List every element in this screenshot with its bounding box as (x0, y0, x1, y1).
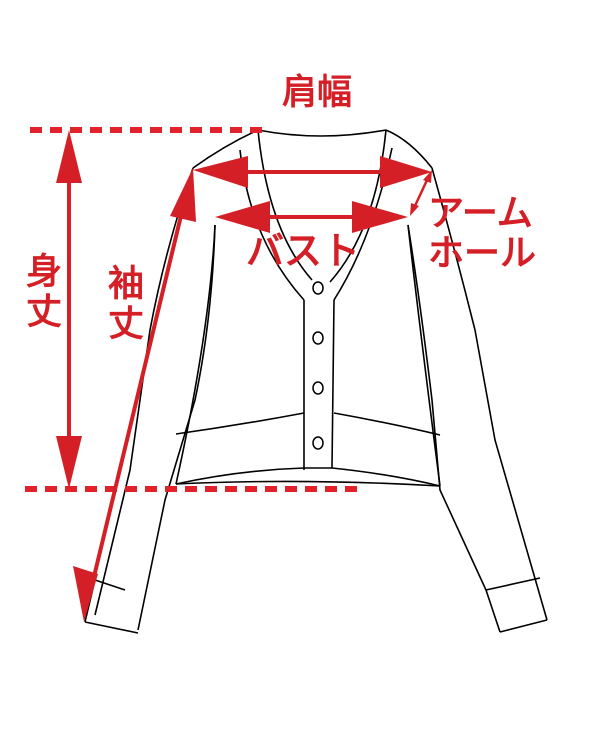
arrow-left-icon (215, 201, 270, 233)
body-length-label: 身丈 (20, 252, 61, 332)
shoulder-width-label: 肩幅 (282, 73, 353, 113)
button-1 (312, 281, 324, 295)
arrow-down-icon (73, 566, 98, 622)
arrow-right-icon (352, 201, 408, 233)
arrow-up-icon (423, 170, 432, 183)
button-3 (312, 381, 324, 395)
button-4 (312, 436, 324, 450)
bust-label: バスト (246, 229, 361, 273)
arrow-up-icon (56, 130, 82, 183)
arrow-down-icon (56, 436, 82, 489)
arrow-left-icon (193, 156, 248, 188)
buttons (312, 281, 324, 450)
armhole-label-line1: アーム (428, 193, 533, 234)
arrow-up-icon (170, 168, 196, 222)
button-2 (312, 331, 324, 345)
arrow-right-icon (380, 156, 432, 188)
arrow-down-icon (410, 203, 419, 216)
sleeve-length-label: 袖丈 (102, 264, 143, 344)
armhole-label-line2: ホール (428, 233, 537, 274)
measurement-arrows (56, 130, 432, 622)
measurement-guides (25, 127, 360, 492)
